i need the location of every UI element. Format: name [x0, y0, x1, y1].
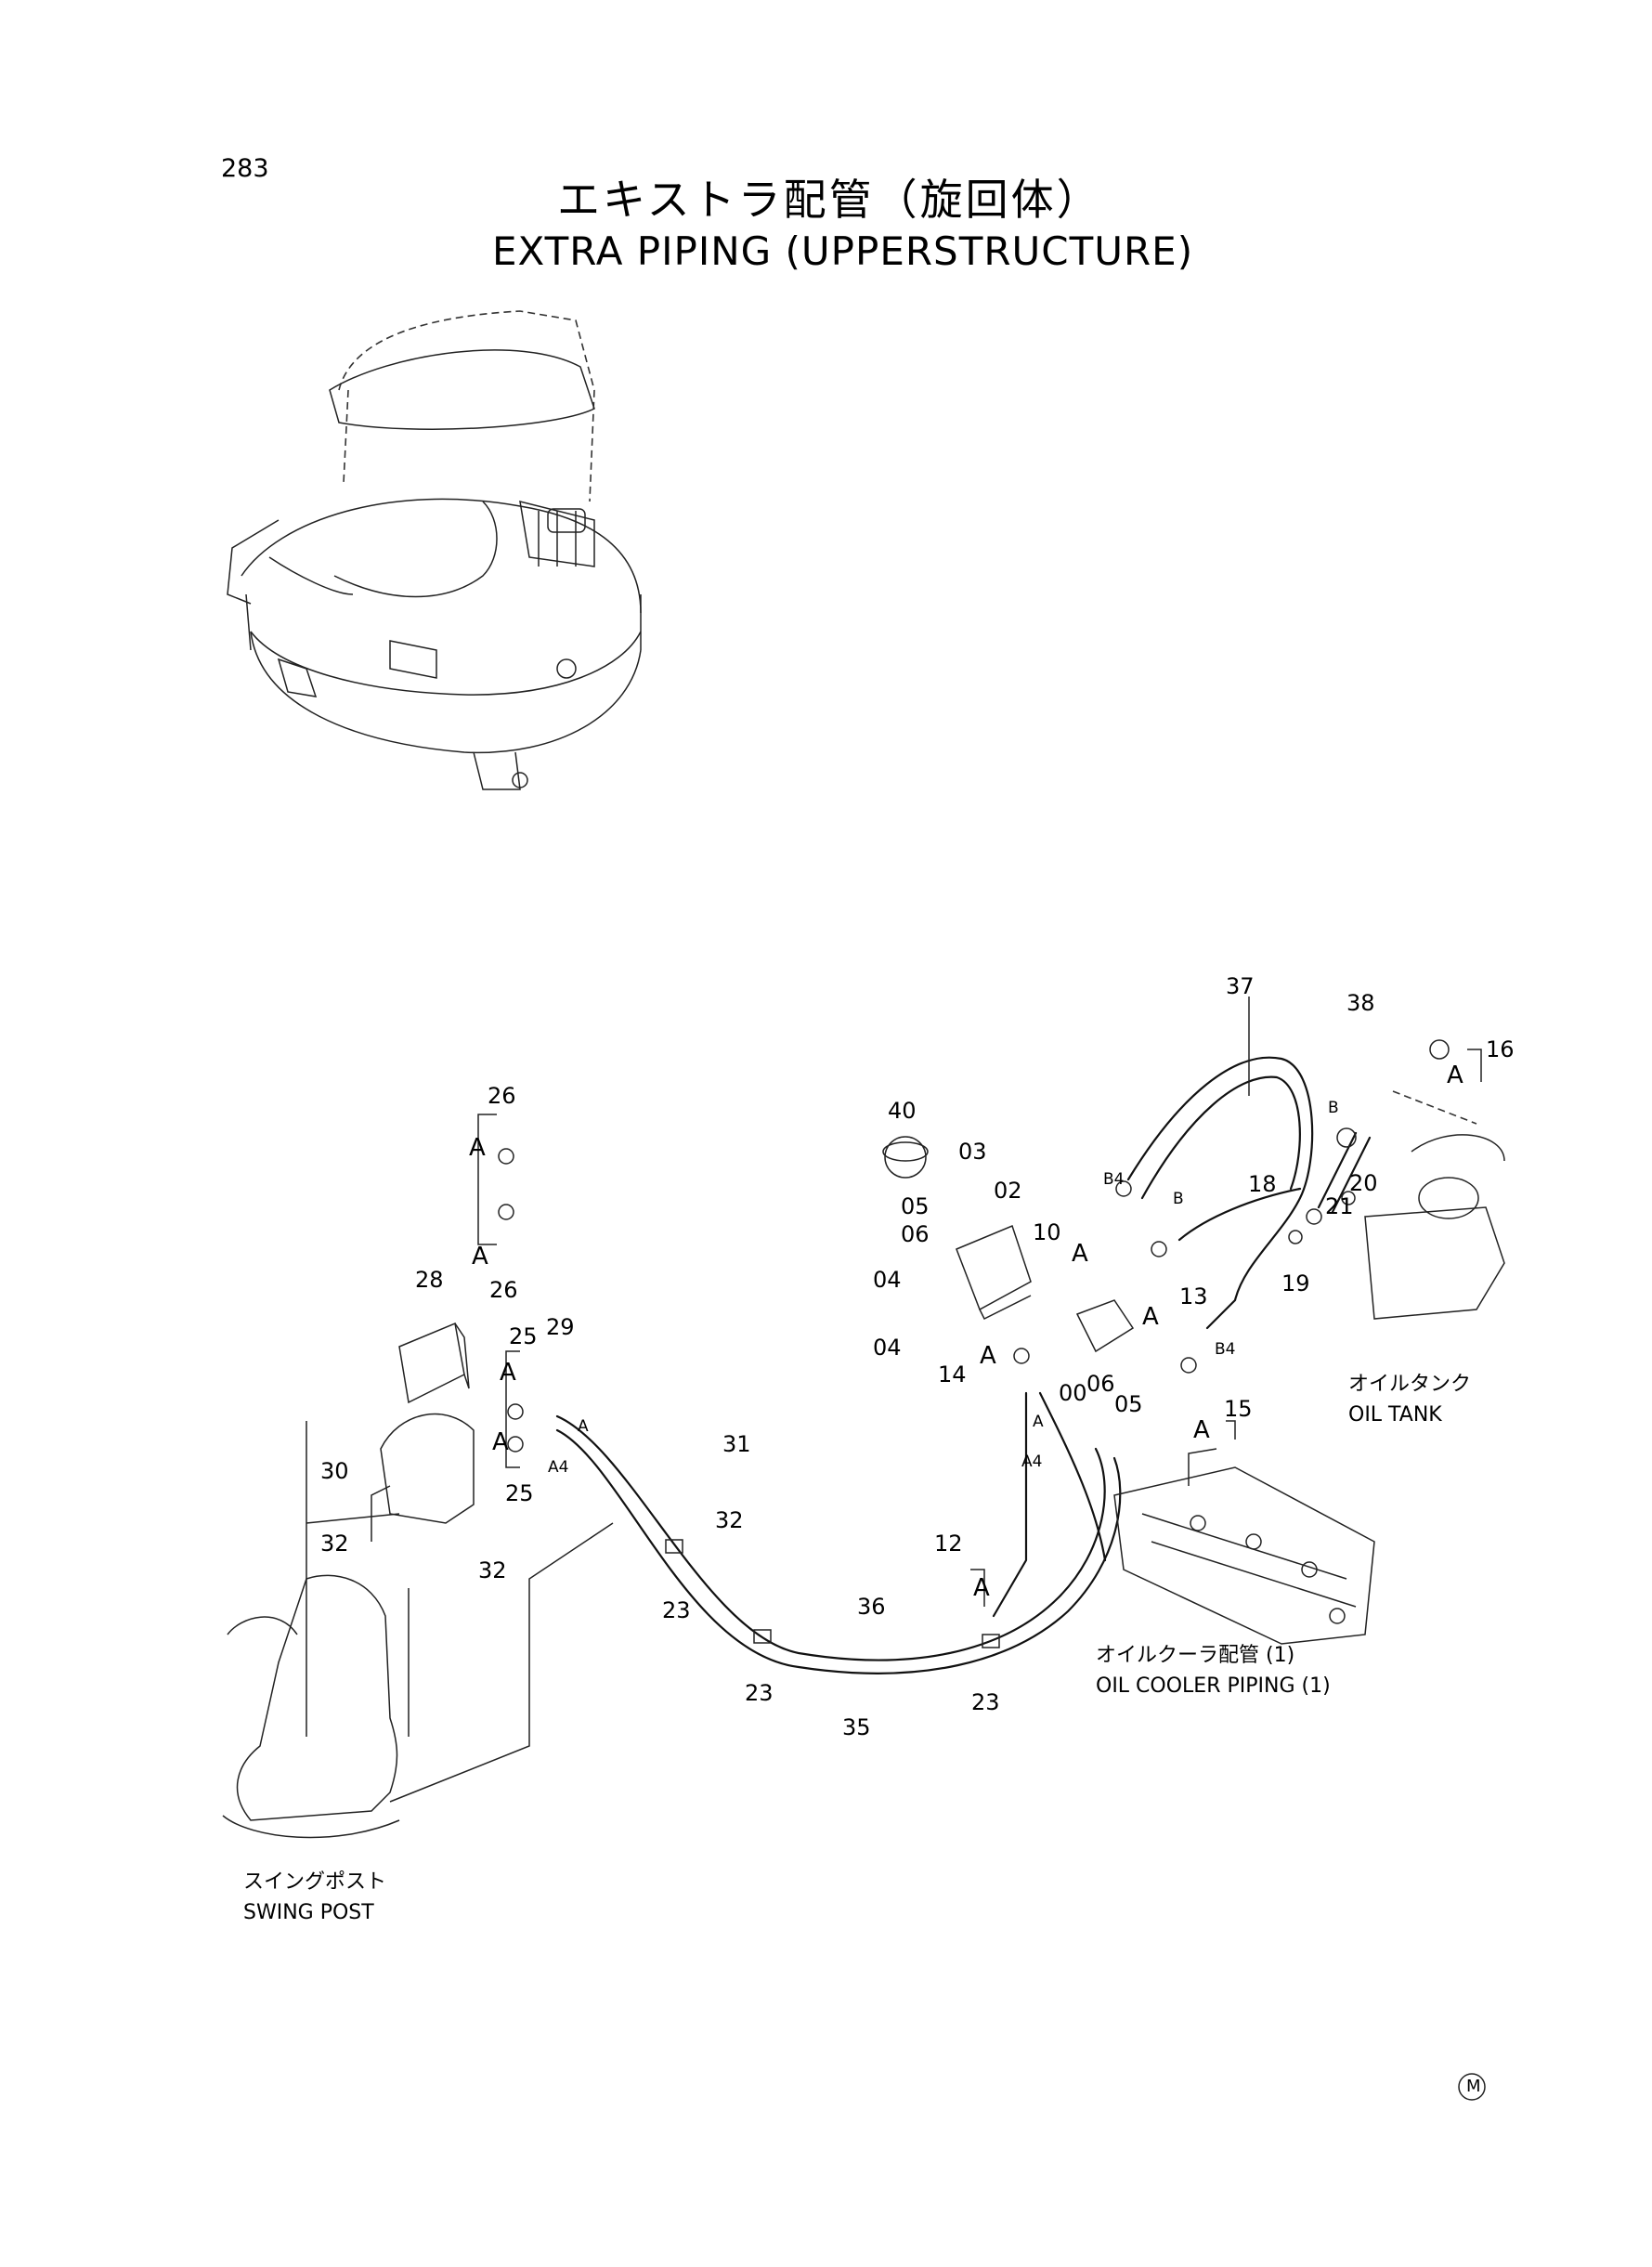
- callout-23: 23: [662, 1597, 691, 1623]
- oil-cooler-label-jp: オイルクーラ配管 (1): [1096, 1644, 1295, 1667]
- fittings: [498, 1039, 1450, 1453]
- callout-05: 05: [1114, 1391, 1143, 1417]
- oil-tank-illustration: [1364, 1090, 1505, 1320]
- callout-02: 02: [994, 1178, 1022, 1204]
- callout-06: 06: [1086, 1371, 1115, 1397]
- swing-post-illustration: [222, 1574, 400, 1839]
- connection-mark-b: B: [1328, 1099, 1339, 1117]
- connection-mark-b: B: [1173, 1190, 1184, 1208]
- callout-23: 23: [971, 1689, 1000, 1715]
- callout-20: 20: [1349, 1170, 1378, 1196]
- callout-16: 16: [1486, 1036, 1515, 1062]
- connection-mark-a: A: [472, 1243, 488, 1270]
- callout-30: 30: [320, 1458, 349, 1484]
- callout-12: 12: [934, 1531, 963, 1557]
- callout-10: 10: [1033, 1219, 1061, 1245]
- callout-18: 18: [1248, 1171, 1277, 1197]
- callout-04: 04: [873, 1335, 902, 1361]
- clamp-23-marks: [665, 1539, 1000, 1648]
- manufacturer-mark: M: [1466, 2077, 1481, 2096]
- connection-mark-a: A: [1447, 1062, 1463, 1089]
- oil-tank-label-jp: オイルタンク: [1348, 1373, 1472, 1396]
- connection-mark-a: A: [973, 1574, 990, 1602]
- oil-tank-label-en: OIL TANK: [1348, 1403, 1442, 1427]
- connection-mark-a: A: [469, 1134, 486, 1162]
- callout-40: 40: [888, 1098, 917, 1124]
- connection-mark-a: A: [500, 1359, 516, 1387]
- callout-29: 29: [546, 1314, 575, 1340]
- connection-mark-a: A: [1142, 1303, 1159, 1331]
- callout-32: 32: [478, 1557, 507, 1583]
- connection-mark-a4: A4: [548, 1458, 569, 1477]
- reference-leaders: [306, 1421, 614, 1803]
- control-valve-illustration: [1113, 1448, 1375, 1645]
- swing-post-label-jp: スイングポスト: [243, 1870, 387, 1894]
- callout-32: 32: [320, 1531, 349, 1557]
- callout-06: 06: [901, 1221, 930, 1247]
- connection-mark-a: A: [1193, 1416, 1210, 1444]
- callout-31: 31: [722, 1431, 751, 1457]
- connection-mark-a: A: [578, 1417, 589, 1436]
- callout-leaders: [477, 997, 1482, 1607]
- machine-overview-illustration: [227, 310, 642, 790]
- connection-mark-a: A: [1072, 1240, 1088, 1268]
- block-and-guard: [371, 1322, 475, 1542]
- callout-26: 26: [488, 1083, 516, 1109]
- callout-23: 23: [745, 1680, 774, 1706]
- connection-mark-a: A: [1033, 1413, 1044, 1431]
- callout-13: 13: [1179, 1283, 1208, 1309]
- oil-cooler-label-en: OIL COOLER PIPING (1): [1096, 1674, 1331, 1698]
- callout-03: 03: [958, 1139, 987, 1165]
- callout-05: 05: [901, 1193, 930, 1219]
- callout-37: 37: [1226, 973, 1255, 999]
- title-japanese: エキストラ配管（旋回体）: [557, 175, 1102, 225]
- callout-26: 26: [489, 1277, 518, 1303]
- callout-25: 25: [505, 1480, 534, 1506]
- connection-mark-a: A: [492, 1428, 509, 1456]
- callout-36: 36: [857, 1594, 886, 1620]
- callout-19: 19: [1281, 1270, 1310, 1296]
- connection-mark-a: A: [980, 1342, 996, 1370]
- connection-mark-a4: A4: [1021, 1453, 1043, 1471]
- callout-04: 04: [873, 1267, 902, 1293]
- callout-15: 15: [1224, 1396, 1253, 1422]
- connection-mark-b4: B4: [1103, 1170, 1125, 1189]
- callout-35: 35: [842, 1714, 871, 1740]
- swing-post-label-en: SWING POST: [243, 1901, 374, 1924]
- callout-38: 38: [1346, 990, 1375, 1016]
- callout-28: 28: [415, 1267, 444, 1293]
- callout-14: 14: [938, 1362, 967, 1388]
- connection-mark-b4: B4: [1215, 1340, 1236, 1359]
- callout-25: 25: [509, 1323, 538, 1349]
- callout-32: 32: [715, 1507, 744, 1533]
- page-number: 283: [221, 154, 269, 183]
- hose-assembly: [555, 1056, 1372, 1674]
- callout-00: 00: [1059, 1380, 1087, 1406]
- title-english: EXTRA PIPING (UPPERSTRUCTURE): [492, 228, 1194, 274]
- callout-21: 21: [1325, 1193, 1354, 1219]
- manufacturer-mark-circle: [1458, 2073, 1486, 2101]
- bracket-02: [882, 1136, 1135, 1353]
